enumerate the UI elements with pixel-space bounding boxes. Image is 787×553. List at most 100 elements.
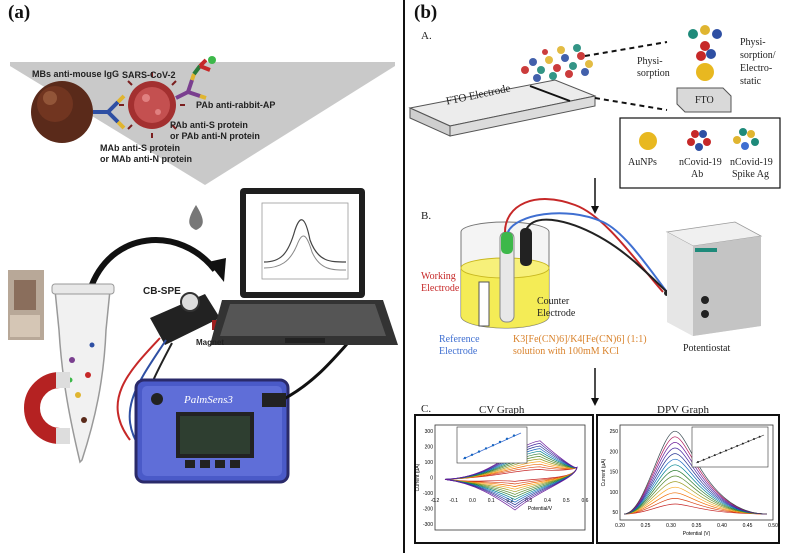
dpv-xtick: 0.40 xyxy=(717,523,727,529)
dpv-curve xyxy=(623,481,768,515)
potentiostat-device xyxy=(134,378,290,484)
dpv-inset xyxy=(691,426,769,468)
transfer-arrow xyxy=(87,237,218,291)
magnet-label: Magnet xyxy=(196,338,224,347)
section-a-label: A. xyxy=(421,30,432,42)
dpv-inset-point xyxy=(747,440,750,443)
spike-antigen-icon xyxy=(733,128,759,150)
dpv-inset-point xyxy=(708,456,711,459)
dpv-xtick: 0.25 xyxy=(641,523,651,529)
dpv-curve xyxy=(623,503,768,515)
funnel-background xyxy=(10,62,395,185)
cv-ylabel: Current (µA) xyxy=(415,463,421,491)
section-c-label: C. xyxy=(421,403,432,415)
solution-label-1: K3[Fe(CN)6]/K4[Fe(CN)6] (1:1) xyxy=(513,334,647,345)
dpv-curve xyxy=(623,492,768,515)
dpv-curve xyxy=(623,436,768,515)
dpv-curve xyxy=(623,458,768,515)
legend-box xyxy=(619,117,781,189)
dpv-ylabel: Current (µA) xyxy=(601,458,607,486)
cv-inset-point xyxy=(512,434,516,437)
physi-electro-2: sorption/ xyxy=(740,50,776,61)
physisorption-label-1: Physi- xyxy=(637,56,663,67)
physi-electro-1: Physi- xyxy=(740,37,766,48)
dpv-inset-point xyxy=(702,458,705,461)
dpv-curve xyxy=(623,498,768,515)
eppendorf-tube xyxy=(51,283,115,464)
dpv-xtick: 0.45 xyxy=(743,523,753,529)
dpv-xlabel: Potential (V) xyxy=(683,531,711,537)
dpv-inset-point xyxy=(758,435,761,438)
cv-inset-point xyxy=(470,453,474,456)
cv-inset-point xyxy=(498,440,502,444)
legend-ncovid-ag-2: Spike Ag xyxy=(732,169,769,180)
panel-divider xyxy=(403,0,405,553)
dpv-ytick: 150 xyxy=(610,470,619,476)
mab-label-1: MAb anti-S protein xyxy=(100,143,180,153)
antibody-cluster xyxy=(521,44,593,82)
pab-s-label-2: or PAb anti-N protein xyxy=(170,131,260,141)
spe-label: CB-SPE xyxy=(143,286,181,297)
cv-ytick: 100 xyxy=(425,460,434,466)
dpv-curve xyxy=(623,447,768,515)
dpv-ytick: 250 xyxy=(610,429,619,435)
dpv-xtick: 0.20 xyxy=(615,523,625,529)
cv-ytick: 300 xyxy=(425,429,434,435)
cv-xtick: 0.5 xyxy=(563,498,570,504)
antibody-icon xyxy=(687,130,711,151)
dpv-inset-point xyxy=(753,438,755,440)
dpv-inset-point xyxy=(730,447,733,450)
fto-electrode xyxy=(408,79,597,137)
cv-xtick: 0.6 xyxy=(582,498,589,504)
panel-a-label: (a) xyxy=(8,2,31,23)
dpv-curve xyxy=(623,442,768,515)
cv-xlabel: Potential/V xyxy=(528,506,553,512)
cv-inset xyxy=(456,426,528,464)
legend-aunps: AuNPs xyxy=(628,157,657,168)
fto-box-label: FTO xyxy=(695,95,714,106)
cv-xtick: -0.2 xyxy=(431,498,440,504)
dpv-curve xyxy=(623,453,768,515)
dpv-curve xyxy=(623,475,768,515)
potentiostat-label: Potentiostat xyxy=(683,343,731,354)
mab-label-2: or MAb anti-N protein xyxy=(100,154,192,164)
solution-label-2: solution with 100mM KCl xyxy=(513,346,619,357)
legend-ncovid-ag-1: nCovid-19 xyxy=(730,157,773,168)
electrochemical-cell xyxy=(460,221,550,329)
cv-graph-title: CV Graph xyxy=(479,404,525,416)
legend-ncovid-ab-1: nCovid-19 xyxy=(679,157,722,168)
panel-b: (b) xyxy=(405,0,787,553)
laptop xyxy=(210,188,398,345)
dpv-xtick: 0.50 xyxy=(768,523,778,529)
dpv-curve xyxy=(623,464,768,515)
cv-inset-point xyxy=(491,444,495,447)
dpv-ytick: 200 xyxy=(610,449,619,455)
aunp-icon xyxy=(639,132,657,150)
dpv-inset-point xyxy=(713,454,716,457)
pab-ap-label: PAb anti-rabbit-AP xyxy=(196,100,276,110)
ap-enzyme xyxy=(208,56,216,64)
dpv-inset-point xyxy=(736,444,739,447)
panel-a: (a) xyxy=(8,2,398,484)
cv-inset-point xyxy=(477,450,481,453)
cv-ytick: -100 xyxy=(423,491,433,497)
cv-ytick: 0 xyxy=(430,476,433,482)
dpv-axes xyxy=(619,424,774,521)
cv-xtick: 0.1 xyxy=(488,498,495,504)
dpv-curve xyxy=(623,470,768,515)
counter-electrode-2: Electrode xyxy=(537,308,576,319)
dpv-inset-point xyxy=(725,449,727,452)
physi-electro-3: Electro- xyxy=(740,63,773,74)
mbs-label: MBs anti-mouse IgG xyxy=(32,69,120,79)
cv-ytick: -200 xyxy=(423,507,433,513)
dpv-ytick: 100 xyxy=(610,490,619,496)
section-b-label: B. xyxy=(421,210,432,222)
dpv-graph-title: DPV Graph xyxy=(657,404,710,416)
pab-s-label-1: PAb anti-S protein xyxy=(170,120,248,130)
dpv-inset-point xyxy=(741,442,744,445)
potentiostat-box xyxy=(665,221,763,336)
mab-antibody xyxy=(93,94,126,130)
dpv-inset-point xyxy=(719,451,722,454)
ap-antibody xyxy=(192,58,211,76)
